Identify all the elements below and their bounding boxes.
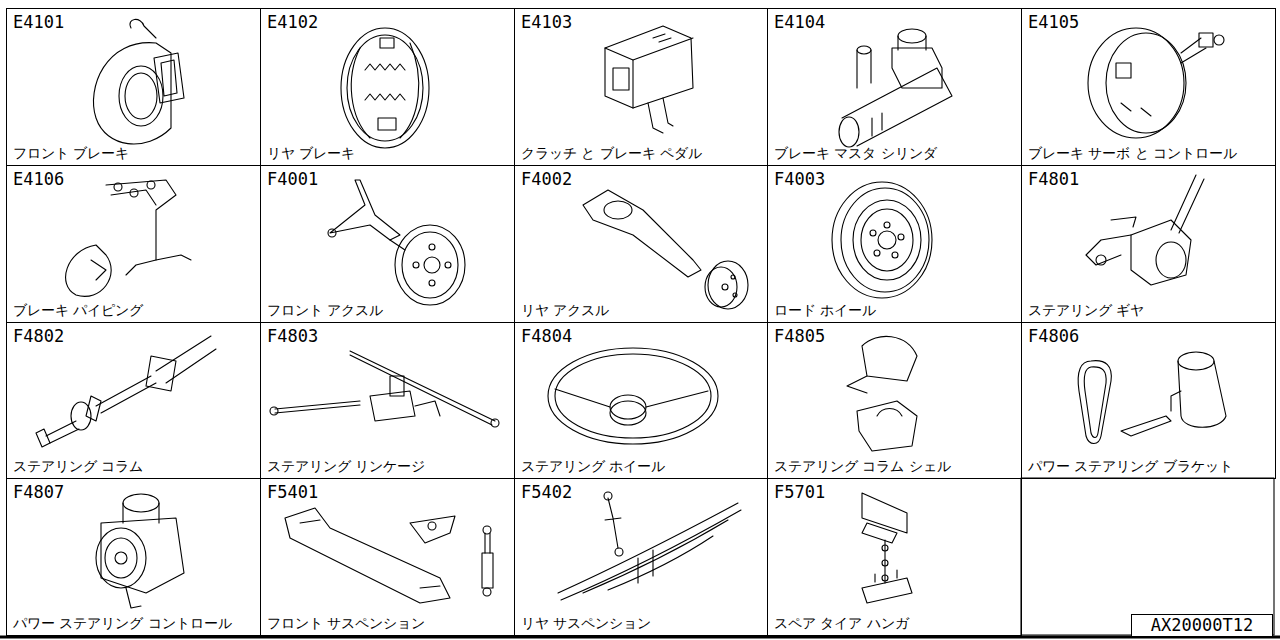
part-code: E4106 <box>13 169 64 189</box>
part-code: F4802 <box>13 326 64 346</box>
part-name: クラッチ と ブレーキ ペダル <box>521 144 702 162</box>
part-code: F4803 <box>267 326 318 346</box>
part-name: フロント アクスル <box>267 301 383 319</box>
catalog-cell: F4001 フロント アクスル <box>260 165 515 323</box>
part-name: スペア タイア ハンガ <box>774 614 909 632</box>
part-code: F4805 <box>774 326 825 346</box>
part-code: F4801 <box>1028 169 1079 189</box>
steering-column-drawing <box>36 336 216 447</box>
empty-cell <box>1021 478 1274 635</box>
part-name: フロント サスペンション <box>267 614 425 632</box>
part-code: F4807 <box>13 482 64 502</box>
road-wheel-drawing <box>832 182 932 298</box>
catalog-cell: F4805 ステアリング コラム シェル <box>767 322 1022 479</box>
catalog-cell: F5401 フロント サスペンション <box>260 478 515 636</box>
catalog-cell: F4804 ステアリング ホイール <box>514 322 768 479</box>
part-code: F5402 <box>521 482 572 502</box>
rear-brake-drawing <box>341 28 429 148</box>
part-code: F4003 <box>774 169 825 189</box>
steering-gear-drawing <box>1086 175 1204 285</box>
catalog-cell: F4002 リヤ アクスル <box>514 165 768 323</box>
part-name: ブレーキ パイピング <box>13 301 143 319</box>
part-name: ステアリング ホイール <box>521 457 665 475</box>
part-code: E4101 <box>13 12 64 32</box>
drawing-code: AX20000T12 <box>1132 615 1272 635</box>
part-code: E4102 <box>267 12 318 32</box>
part-name: ステアリング リンケージ <box>267 457 425 475</box>
tire-hanger-drawing <box>862 493 912 603</box>
column-shell-drawing <box>847 336 917 451</box>
ps-bracket-drawing <box>1078 352 1226 444</box>
part-name: ブレーキ マスタ シリンダ <box>774 144 937 162</box>
catalog-cell: F4803 ステアリング リンケージ <box>260 322 515 479</box>
part-code: F4002 <box>521 169 572 189</box>
part-name: パワー ステアリング ブラケット <box>1028 457 1233 475</box>
catalog-cell: F5701 スペア タイア ハンガ <box>767 478 1022 636</box>
catalog-cell: E4101 フロント ブレーキ <box>6 8 261 166</box>
part-name: ステアリング コラム シェル <box>774 457 951 475</box>
steering-wheel-drawing <box>548 348 718 444</box>
part-name: フロント ブレーキ <box>13 144 129 162</box>
part-name: ロード ホイール <box>774 301 876 319</box>
part-name: パワー ステアリング コントロール <box>13 614 232 632</box>
catalog-cell: E4105 ブレーキ サーボ と コントロール <box>1021 8 1276 166</box>
front-suspension-drawing <box>285 508 493 603</box>
part-name: リヤ サスペンション <box>521 614 651 632</box>
catalog-cell: E4104 ブレーキ マスタ シリンダ <box>767 8 1022 166</box>
brake-piping-drawing <box>66 180 191 296</box>
catalog-cell: F4802 ステアリング コラム <box>6 322 261 479</box>
ps-pump-drawing <box>96 494 184 608</box>
part-name: ステアリング ギヤ <box>1028 301 1144 319</box>
catalog-cell: F4806 パワー ステアリング ブラケット <box>1021 322 1276 479</box>
catalog-cell: F4807 パワー ステアリング コントロール <box>6 478 261 636</box>
part-code: F4001 <box>267 169 318 189</box>
steering-linkage-drawing <box>270 351 499 427</box>
catalog-cell: E4106 ブレーキ パイピング <box>6 165 261 323</box>
part-code: E4105 <box>1028 12 1079 32</box>
rear-suspension-drawing <box>558 492 741 600</box>
part-code: F4806 <box>1028 326 1079 346</box>
part-name: リヤ アクスル <box>521 301 609 319</box>
part-code: E4103 <box>521 12 572 32</box>
part-code: F5701 <box>774 482 825 502</box>
catalog-cell: F5402 リヤ サスペンション <box>514 478 768 636</box>
part-name: リヤ ブレーキ <box>267 144 355 162</box>
master-cylinder-drawing <box>839 29 952 147</box>
part-code: F4804 <box>521 326 572 346</box>
drawing-code-box: AX20000T12 <box>1131 614 1273 637</box>
front-brake-drawing <box>94 19 185 144</box>
pedal-drawing <box>605 26 693 133</box>
part-code: E4104 <box>774 12 825 32</box>
catalog-cell: E4103 クラッチ と ブレーキ ペダル <box>514 8 768 166</box>
catalog-cell: F4003 ロード ホイール <box>767 165 1022 323</box>
part-name: ブレーキ サーボ と コントロール <box>1028 144 1237 162</box>
brake-servo-drawing <box>1088 28 1224 138</box>
catalog-cell: E4102 リヤ ブレーキ <box>260 8 515 166</box>
rear-axle-drawing <box>583 190 748 309</box>
front-axle-drawing <box>328 180 465 305</box>
catalog-cell: F4801 ステアリング ギヤ <box>1021 165 1276 323</box>
part-code: F5401 <box>267 482 318 502</box>
part-name: ステアリング コラム <box>13 457 143 475</box>
